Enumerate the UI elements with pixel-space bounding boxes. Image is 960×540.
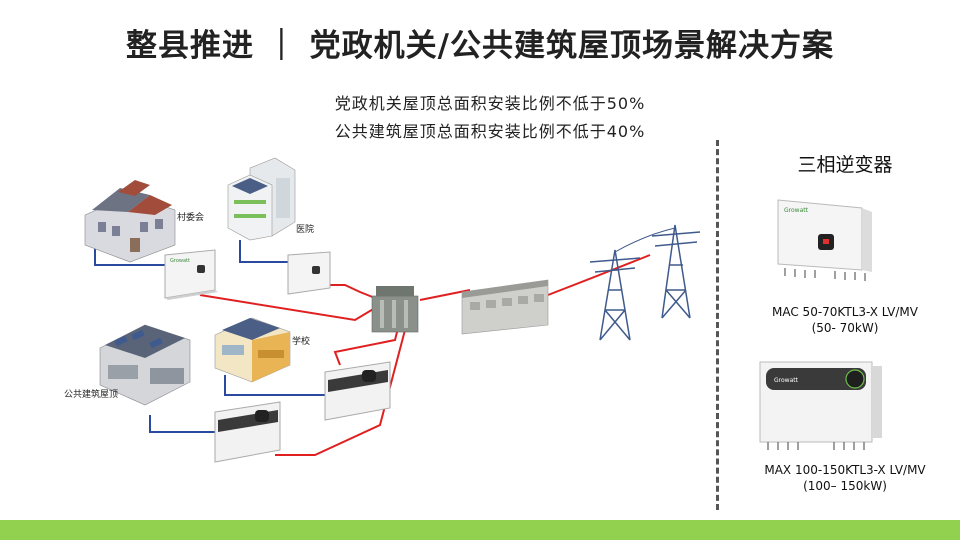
- model-mac-name: MAC 50-70KTL3-X LV/MV: [772, 305, 918, 319]
- ac-line-transformer: [419, 289, 471, 301]
- village-label: 村委会: [177, 211, 204, 223]
- dc-line-public: [149, 415, 220, 433]
- product-mac-inverter: Growatt: [777, 199, 872, 281]
- dc-line-hospital: [239, 240, 290, 263]
- bottom-accent-bar: [0, 520, 960, 540]
- model-mac-range: (50- 70kW): [811, 321, 879, 335]
- product-max-brand: Growatt: [774, 377, 799, 384]
- page-title: 整县推进 ｜ 党政机关/公共建筑屋顶场景解决方案: [126, 28, 834, 64]
- public-building: [99, 324, 191, 406]
- inverter-school: [324, 361, 391, 421]
- ac-line-hospital: [325, 284, 381, 301]
- ac-line-public: [275, 329, 406, 456]
- substation: [461, 279, 549, 335]
- model-max-range: (100– 150kW): [803, 479, 887, 493]
- inverter-public: [214, 401, 281, 463]
- village-building: [84, 180, 176, 263]
- model-max-name: MAX 100-150KTL3-X LV/MV: [764, 463, 926, 477]
- product-max-inverter: Growatt: [759, 361, 882, 450]
- model-max: MAX 100-150KTL3-X LV/MV (100– 150kW): [730, 462, 960, 494]
- dc-lines: [94, 240, 330, 433]
- hospital-label: 医院: [296, 223, 314, 235]
- subtitle-gov: 党政机关屋顶总面积安装比例不低于50%: [334, 94, 646, 113]
- model-mac: MAC 50-70KTL3-X LV/MV (50- 70kW): [730, 304, 960, 336]
- transmission-towers: [589, 224, 701, 341]
- dc-line-school: [224, 375, 330, 396]
- section-divider: [716, 140, 719, 510]
- inverter-village: Growatt: [164, 249, 218, 300]
- public-building-label: 公共建筑屋顶: [64, 388, 118, 400]
- school-building: [214, 317, 291, 383]
- ac-line-grid: [547, 254, 651, 296]
- school-label: 学校: [292, 335, 310, 347]
- transformer: [371, 286, 419, 333]
- subtitle-public: 公共建筑屋顶总面积安装比例不低于40%: [334, 122, 646, 141]
- ac-line-village: [199, 294, 381, 322]
- hospital-building: [227, 157, 296, 241]
- inverter-section-title: 三相逆变器: [797, 154, 893, 176]
- product-mac-brand: Growatt: [784, 207, 809, 214]
- inverter-hospital: [287, 251, 331, 295]
- dc-line-village: [94, 245, 165, 266]
- inverter-brand: Growatt: [170, 258, 190, 264]
